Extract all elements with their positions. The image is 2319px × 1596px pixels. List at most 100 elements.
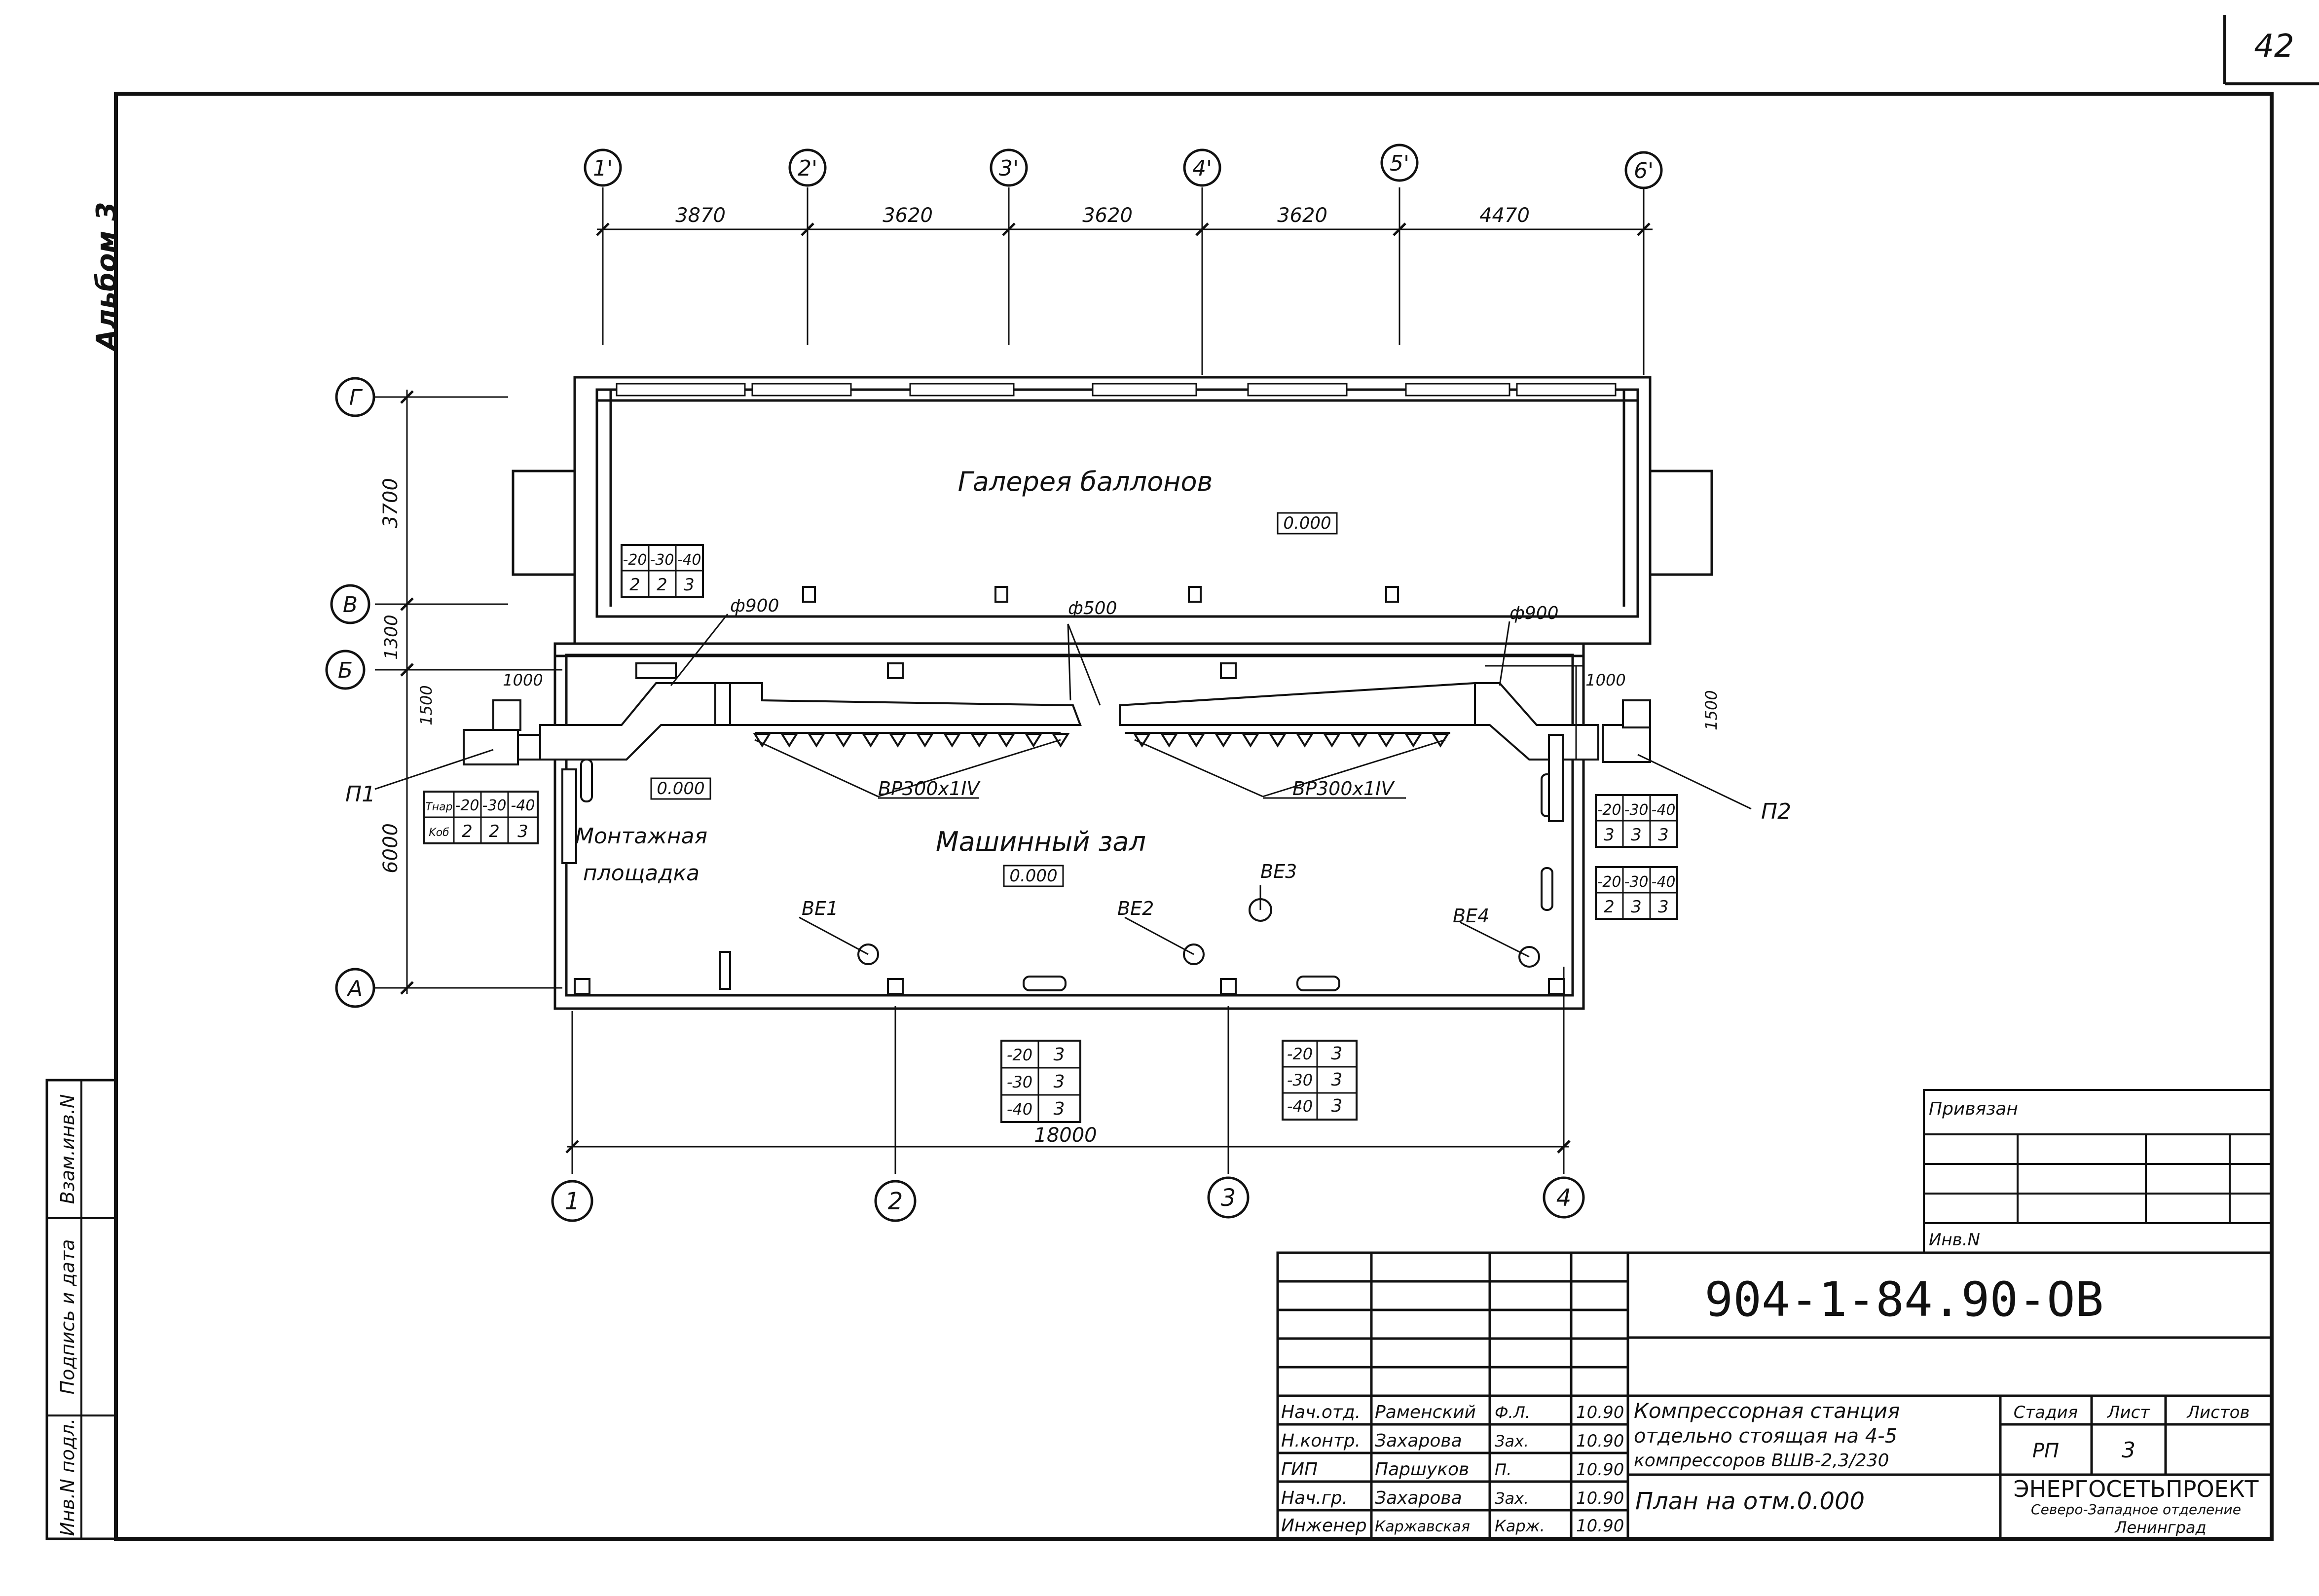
tr1-r1c2: 3: [1658, 825, 1669, 845]
name-3: Захарова: [1375, 1488, 1462, 1508]
unit-p2-label: П2: [1761, 799, 1791, 824]
top-axis-markers: [584, 144, 1663, 189]
ta-r0c2: -30: [482, 797, 507, 814]
temp-table-bottom-2: -20 3 -30 3 -40 3: [1282, 1040, 1358, 1121]
date-2: 10.90: [1576, 1460, 1624, 1480]
row-label-a: А: [346, 976, 363, 1001]
dim-left-2: 1300: [381, 615, 402, 660]
role-2: ГИП: [1281, 1459, 1318, 1480]
ta-r1c2: 2: [489, 822, 500, 841]
stamp-inv-podl: Инв.N подл.: [57, 1418, 78, 1536]
exhaust-leaders: [799, 885, 1530, 958]
role-3: Нач.гр.: [1281, 1488, 1348, 1508]
name-1: Захарова: [1375, 1431, 1462, 1451]
unit-p1-label: П1: [345, 782, 375, 807]
tb1-r1c1: 3: [1054, 1072, 1065, 1092]
axis-label-1: 1: [565, 1188, 580, 1215]
tr1-r1c1: 3: [1631, 825, 1642, 845]
tb2-r1c0: -30: [1287, 1071, 1313, 1089]
project-line-3: компрессоров ВШВ-2,3/230: [1634, 1451, 1889, 1471]
dim-top-4: 3620: [1277, 204, 1327, 227]
fan-be3-label: ВЕ3: [1260, 861, 1297, 882]
diffusers: [753, 733, 1450, 748]
sign-3: Зах.: [1495, 1489, 1529, 1508]
sign-2: П.: [1495, 1460, 1511, 1479]
date-1: 10.90: [1576, 1431, 1624, 1451]
role-4: Инженер: [1281, 1516, 1367, 1536]
sign-1: Зах.: [1495, 1432, 1529, 1451]
assembly-title-2: площадка: [583, 861, 699, 886]
ta-r0c0: Tнар: [425, 801, 452, 813]
doc-code: 904-1-84.90-ОВ: [1704, 1272, 2103, 1327]
ta-r1c0: Kоб: [429, 827, 449, 839]
axis-label-2p: 2': [798, 156, 817, 181]
dim-small-2: 1000: [503, 671, 543, 689]
axis-label-4p: 4': [1192, 156, 1212, 181]
dim-left-3: 6000: [379, 823, 402, 873]
air-ducts: [539, 682, 1599, 761]
dim-small-4: 1500: [1702, 690, 1721, 730]
album-label: Альбом 3: [91, 202, 123, 353]
tr1-r0c2: -40: [1652, 801, 1676, 819]
privyazan-label: Привязан: [1929, 1099, 2018, 1119]
stage-value: РП: [2032, 1440, 2059, 1462]
name-0: Раменский: [1375, 1402, 1476, 1422]
temp-table-gallery: -20 -30 -40 2 2 3: [621, 544, 704, 598]
stamp-signature-date: Подпись и дата: [57, 1239, 78, 1395]
assembly-title-1: Монтажная: [575, 824, 707, 849]
assembly-mark-box: [650, 777, 711, 800]
row-label-g: Г: [349, 385, 363, 410]
project-line-2: отдельно стоящая на 4-5: [1634, 1425, 1897, 1448]
tr2-r1c0: 2: [1604, 897, 1615, 917]
tr2-r1c1: 3: [1631, 897, 1642, 917]
tb2-r0c0: -20: [1287, 1045, 1313, 1063]
org-sub: Северо-Западное отделение: [2031, 1501, 2241, 1518]
leader-lines: [374, 614, 1752, 810]
tg-r0c0: -20: [623, 551, 647, 569]
tb2-r1c1: 3: [1331, 1070, 1343, 1090]
exhaust-fans: [857, 898, 1540, 968]
row-label-b: Б: [338, 658, 353, 683]
tr2-r0c2: -40: [1652, 873, 1676, 891]
temp-table-right-2: -20 -30 -40 2 3 3: [1595, 866, 1678, 920]
tb2-r0c1: 3: [1331, 1044, 1343, 1064]
date-3: 10.90: [1576, 1488, 1624, 1508]
air-units: [463, 699, 1651, 864]
org-city: Ленинград: [2114, 1518, 2206, 1537]
assembly-mark: 0.000: [657, 779, 704, 798]
machine-mark-box: [1003, 865, 1064, 887]
inv-no-label: Инв.N: [1929, 1230, 1980, 1250]
temp-table-bottom-1: -20 3 -30 3 -40 3: [1000, 1040, 1081, 1123]
axis-label-6p: 6': [1634, 158, 1654, 183]
stamp-vzam-inv: Взам.инв.N: [57, 1094, 78, 1204]
tb1-r2c1: 3: [1054, 1099, 1065, 1119]
name-4: Каржавская: [1375, 1518, 1470, 1535]
ta-r0c1: -20: [455, 797, 479, 814]
temp-table-assembly: Tнар -20 -30 -40 Kоб 2 2 3: [423, 791, 539, 844]
dim-left-1: 3700: [379, 478, 402, 528]
axis-label-3: 3: [1221, 1184, 1236, 1212]
tg-r1c2: 3: [684, 575, 695, 595]
tg-r1c1: 2: [657, 575, 667, 595]
tr1-r1c0: 3: [1604, 825, 1615, 845]
fan-be1-label: ВЕ1: [802, 898, 838, 919]
row-label-v: В: [343, 592, 358, 617]
sheet-value: 3: [2122, 1438, 2135, 1463]
role-1: Н.контр.: [1281, 1431, 1361, 1451]
tr1-r0c1: -30: [1624, 801, 1649, 819]
axis-label-3p: 3': [999, 156, 1019, 181]
duct-mid-label: ф500: [1068, 598, 1117, 618]
tr2-r0c0: -20: [1597, 873, 1621, 891]
fan-be2-label: ВЕ2: [1117, 898, 1154, 919]
sheets-label: Листов: [2186, 1403, 2249, 1422]
columns: [574, 586, 1565, 995]
ta-r1c1: 2: [462, 822, 473, 841]
gallery-mark: 0.000: [1283, 513, 1331, 533]
dim-top-2: 3620: [883, 204, 933, 227]
sheet-label: Лист: [2106, 1403, 2150, 1422]
grille-right-label: ВР300х1IV: [1292, 778, 1395, 799]
sheet-title: План на отм.0.000: [1635, 1487, 1865, 1515]
role-0: Нач.отд.: [1281, 1402, 1361, 1422]
date-4: 10.90: [1576, 1516, 1624, 1536]
